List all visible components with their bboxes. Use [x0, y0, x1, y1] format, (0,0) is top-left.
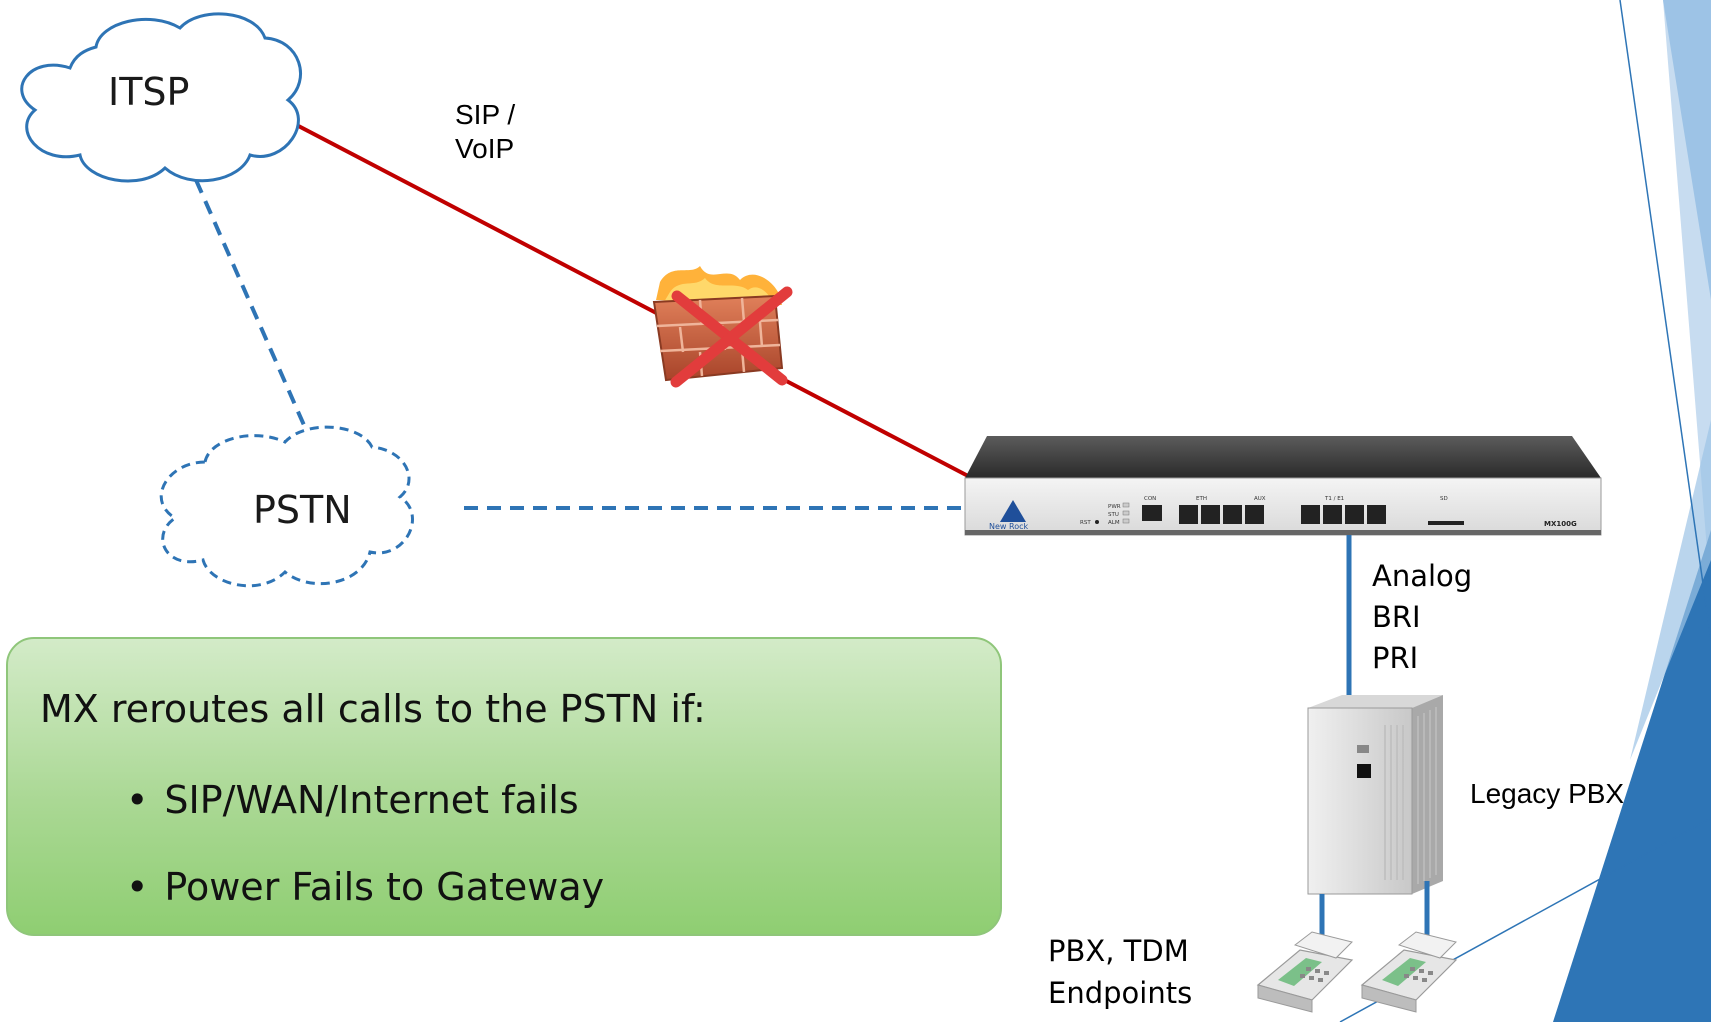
svg-text:SD: SD [1440, 496, 1448, 502]
svg-text:RST: RST [1080, 520, 1091, 526]
pbx-tower-icon [1307, 695, 1443, 895]
sip-voip-label-line1: SIP / [455, 99, 516, 130]
svg-text:CON: CON [1144, 496, 1156, 502]
gateway-brand: New Rock [989, 522, 1028, 531]
bullet-item: SIP/WAN/Internet fails [126, 757, 604, 844]
info-box-bullets: SIP/WAN/Internet fails Power Fails to Ga… [126, 757, 604, 931]
endpoints-label: PBX, TDM Endpoints [1048, 930, 1192, 1014]
itsp-pstn-link [194, 179, 309, 433]
legacy-pbx-label: Legacy PBX [1470, 778, 1625, 809]
desk-phone-icon [1256, 931, 1354, 1013]
con-port [1142, 505, 1162, 521]
svg-text:ALM: ALM [1108, 520, 1120, 526]
info-box-heading: MX reroutes all calls to the PSTN if: [40, 687, 706, 731]
svg-text:ETH: ETH [1196, 496, 1207, 502]
gateway-model: MX100G [1544, 520, 1577, 528]
pstn-links [194, 179, 968, 510]
firewall-icon [652, 266, 793, 388]
blocked-x-icon [670, 286, 793, 388]
brand-logo-icon [1000, 500, 1026, 522]
pstn-cloud [159, 425, 414, 588]
itsp-cloud [20, 12, 303, 183]
sip-voip-label-line2: VoIP [455, 132, 515, 164]
svg-text:T1 / E1: T1 / E1 [1324, 496, 1344, 502]
t1-e1-ports [1301, 505, 1386, 524]
svg-text:STU: STU [1108, 512, 1119, 518]
pstn-label: PSTN [253, 488, 352, 532]
sd-slot [1428, 521, 1464, 525]
interface-type-analog: Analog [1372, 559, 1473, 593]
eth-aux-ports [1179, 505, 1264, 524]
svg-text:PWR: PWR [1108, 504, 1121, 510]
interface-type-bri: BRI [1372, 600, 1421, 634]
gateway-device: New Rock PWR STU ALM RST CON ETH AUX T1 … [964, 436, 1602, 536]
desk-phone-icon [1360, 931, 1458, 1013]
sip-voip-label: SIP / VoIP [455, 98, 515, 165]
bullet-item: Power Fails to Gateway [126, 844, 604, 931]
svg-text:AUX: AUX [1254, 496, 1266, 502]
interface-types: Analog BRI PRI [1372, 556, 1472, 679]
endpoints-label-line2: Endpoints [1048, 976, 1193, 1010]
interface-type-pri: PRI [1372, 641, 1419, 675]
itsp-label: ITSP [108, 70, 190, 114]
slide-decoration [1339, 0, 1711, 1022]
info-box: MX reroutes all calls to the PSTN if: SI… [6, 637, 1002, 936]
endpoints-label-line1: PBX, TDM [1048, 934, 1189, 968]
sip-voip-link [286, 118, 971, 479]
